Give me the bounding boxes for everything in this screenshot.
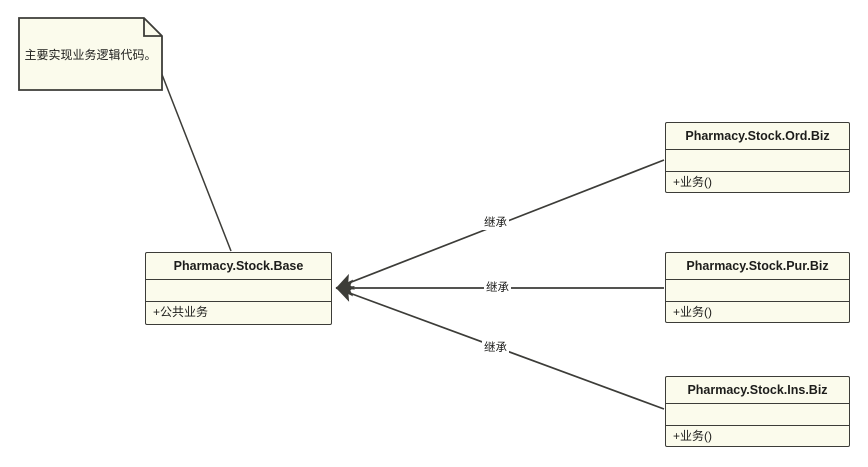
class-operations-ins-biz: +业务() bbox=[673, 429, 713, 443]
class-title-base: Pharmacy.Stock.Base bbox=[146, 253, 331, 280]
class-box-base[interactable]: Pharmacy.Stock.Base +公共业务 bbox=[145, 252, 332, 325]
class-box-ins-biz[interactable]: Pharmacy.Stock.Ins.Biz +业务() bbox=[665, 376, 850, 447]
class-attributes-ins-biz bbox=[666, 404, 849, 426]
class-title-ord-biz: Pharmacy.Stock.Ord.Biz bbox=[666, 123, 849, 150]
edge-label-pur: 继承 bbox=[484, 281, 511, 295]
edge-label-ins: 继承 bbox=[482, 341, 509, 355]
note-text: 主要实现业务逻辑代码。 bbox=[24, 47, 157, 62]
class-operations-ord-biz: +业务() bbox=[673, 175, 713, 189]
class-title-ins-biz: Pharmacy.Stock.Ins.Biz bbox=[666, 377, 849, 404]
class-title-pur-biz: Pharmacy.Stock.Pur.Biz bbox=[666, 253, 849, 280]
class-attributes-base bbox=[146, 280, 331, 302]
class-attributes-pur-biz bbox=[666, 280, 849, 302]
note-shape bbox=[18, 17, 163, 91]
note-box[interactable]: 主要实现业务逻辑代码。 bbox=[18, 17, 163, 91]
class-box-ord-biz[interactable]: Pharmacy.Stock.Ord.Biz +业务() bbox=[665, 122, 850, 193]
note-anchor-line bbox=[160, 71, 232, 252]
edge-label-ord: 继承 bbox=[482, 216, 509, 230]
class-box-pur-biz[interactable]: Pharmacy.Stock.Pur.Biz +业务() bbox=[665, 252, 850, 323]
class-operations-base: +公共业务 bbox=[153, 305, 209, 319]
class-operations-pur-biz: +业务() bbox=[673, 305, 713, 319]
class-attributes-ord-biz bbox=[666, 150, 849, 172]
